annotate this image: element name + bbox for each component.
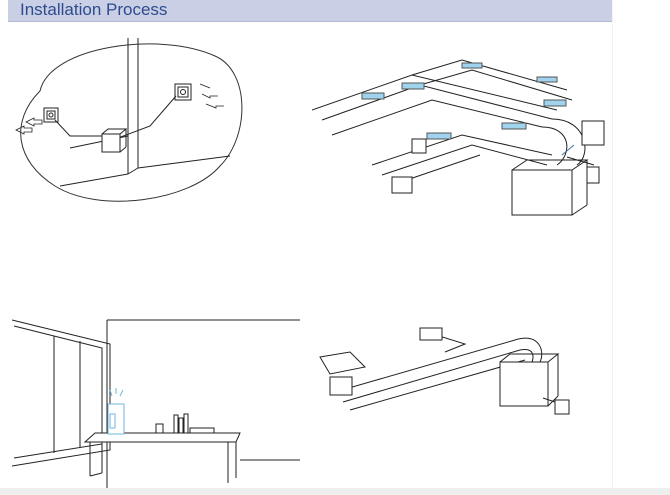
page-bottom-strip bbox=[0, 488, 670, 495]
duct-unit-illustration bbox=[315, 322, 585, 422]
page-divider bbox=[612, 0, 613, 495]
section-header: Installation Process bbox=[8, 0, 612, 22]
duct-network-illustration bbox=[312, 55, 612, 220]
section-title: Installation Process bbox=[20, 0, 168, 19]
office-room-illustration bbox=[10, 308, 302, 490]
room-vents-illustration bbox=[10, 36, 245, 208]
